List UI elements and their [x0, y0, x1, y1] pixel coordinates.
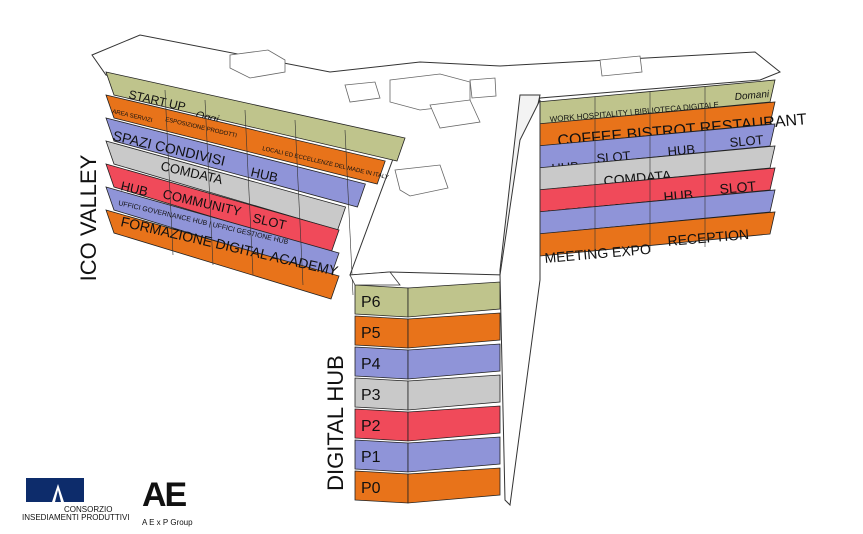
tower-floor-label: P3: [361, 387, 381, 404]
right-floor-label: Domani: [734, 89, 770, 103]
aexp-logo: AE A E x P Group: [140, 476, 220, 530]
left-floor-band: [105, 94, 386, 185]
left-floor-band: [105, 117, 366, 208]
right-wing: WORK HOSPITALITY | BIBLIOTECA DIGITALEDo…: [536, 79, 808, 266]
panel-divider: [204, 99, 214, 266]
left-floor-label: HUB: [249, 164, 279, 185]
tower-floor-side: [407, 405, 501, 442]
panel-divider: [294, 119, 304, 286]
panel-divider: [244, 109, 254, 276]
right-floor-label: SLOT: [729, 132, 764, 150]
tower-floor-side: [407, 343, 501, 380]
tower-floor-label: P1: [361, 449, 381, 466]
tower-floor-label: P0: [361, 480, 381, 497]
tower-floor-side: [407, 281, 501, 318]
tower-floor-label: P4: [361, 356, 381, 373]
panel-divider: [344, 129, 354, 296]
left-floor-label: SLOT: [251, 210, 288, 232]
tower-floor-label: P5: [361, 325, 381, 342]
aexp-name: A E x P Group: [142, 518, 193, 527]
tower-floor-side: [407, 436, 501, 473]
tower-floor-side: [407, 374, 501, 411]
tower-floor-side: [407, 467, 501, 504]
center-title: DIGITAL HUB: [323, 355, 348, 491]
center-side-facade: [499, 94, 541, 507]
consorzio-line2: INSEDIAMENTI PRODUTTIVI: [22, 513, 130, 522]
left-wing-title: ICO VALLEY: [76, 154, 101, 281]
aexp-mark: AE: [142, 476, 187, 514]
panel-divider: [164, 89, 174, 256]
right-floor-label: RECEPTION: [667, 226, 750, 249]
consorzio-mark-icon: [26, 478, 84, 502]
roof-structures: [229, 49, 643, 197]
consorzio-logo: CONSORZIO INSEDIAMENTI PRODUTTIVI: [22, 478, 144, 528]
tower-roof-edge: [349, 271, 401, 286]
tower-floor-label: P6: [361, 294, 381, 311]
left-floor-band: [105, 71, 406, 162]
tower-floor-label: P2: [361, 418, 381, 435]
consorzio-line1: CONSORZIO: [64, 505, 113, 514]
left-floor-band: [105, 209, 340, 300]
tower-floor-side: [407, 312, 501, 349]
